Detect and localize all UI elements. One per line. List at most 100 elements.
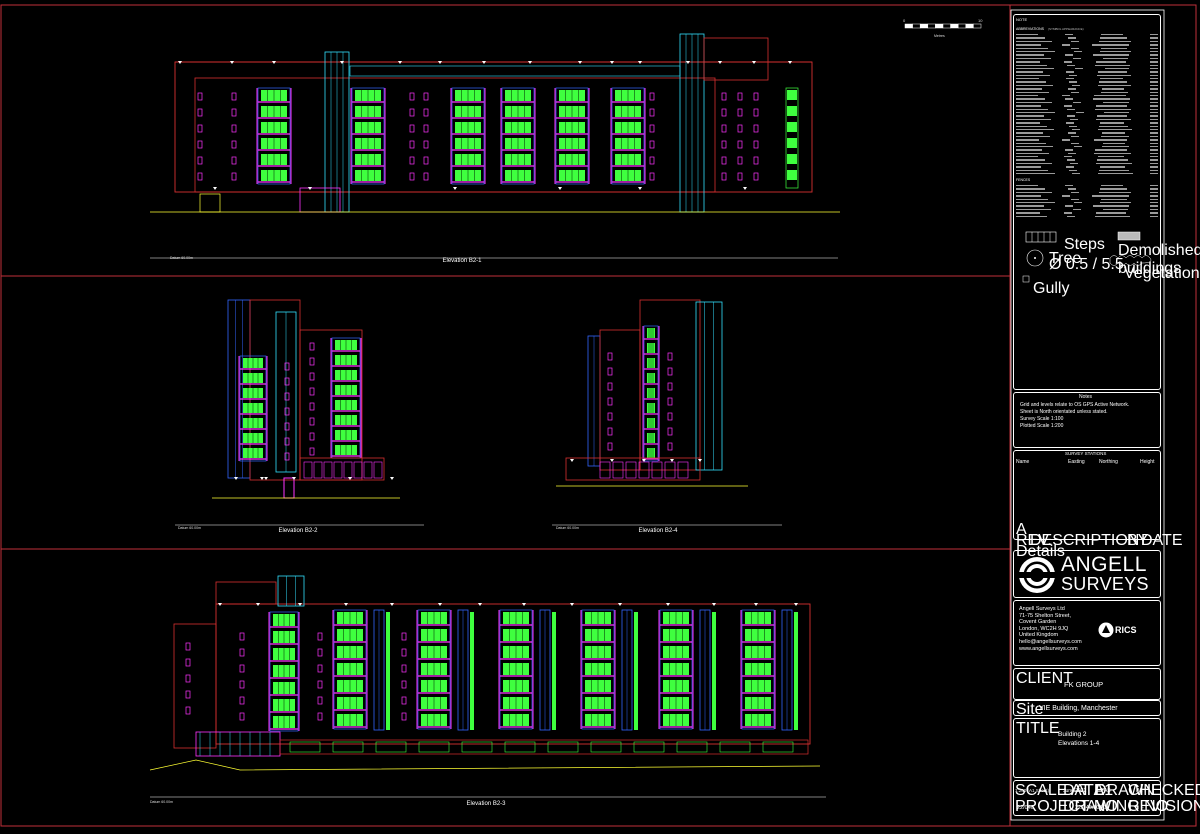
site-label: Site [1016,701,1044,718]
legend-row-mark [1095,105,1127,107]
balcony-stack-frame [581,609,615,730]
level-marker [344,603,348,606]
legend-row [1016,70,1158,73]
legend-row [1016,118,1158,121]
legend-row-mark [1098,128,1132,131]
legend-row-mark [1070,198,1079,200]
address-line[interactable]: www.angellsurveys.com [1019,645,1078,652]
legend-demolished-label: Demolished buildings [1118,242,1200,277]
legend-row-mark [1069,125,1077,127]
legend-row-mark [1016,115,1044,117]
legend-row-mark [1103,208,1128,211]
legend-row-mark [1062,44,1071,46]
balcony-stack-frame [257,87,291,185]
legend-row-mark [1150,212,1158,214]
elevation-title-b2-2: Elevation B2-2 [278,528,318,534]
cladding-strip [695,301,723,471]
scale-bar-units: Metres [934,34,945,38]
window [753,172,759,181]
balcony-stack-frame [611,87,645,185]
legend-row-mark [1069,118,1078,121]
legend-row [1016,138,1158,141]
level-marker [670,459,674,462]
scale-bar-segment [927,23,936,29]
steps-symbol [1025,231,1057,243]
legend-row-mark [1098,156,1124,158]
podium-panel [633,741,665,753]
drawn-label: DRAWN [1095,782,1155,799]
level-marker [666,603,670,606]
legend-row-mark [1098,169,1129,172]
legend-row-mark [1149,37,1158,39]
green-fin [794,612,798,730]
window [309,417,315,426]
podium [299,457,385,481]
legend-row-mark [1150,88,1158,90]
revision-row-a: A [1016,521,1027,538]
legend-row-mark [1096,162,1132,165]
window [401,664,407,673]
legend-row-mark [1068,188,1077,190]
legend-row-mark [1150,61,1158,63]
legend-row-mark [1067,64,1075,66]
address-line: London, WC2H 9JQ [1019,625,1069,632]
window [607,397,613,406]
roof-plant [703,37,769,81]
legend-row [1016,198,1158,201]
checked-label: CHECKED [1128,782,1200,799]
datum-label-b2-1: Datum 60.00m [170,256,193,260]
window [607,352,613,361]
roof-band [349,65,681,77]
legend-row-mark [1098,40,1131,43]
legend-row-mark [1149,205,1158,207]
level-marker [298,603,302,606]
level-marker [570,459,574,462]
legend-row-mark [1073,57,1081,60]
elevation-b2-1-drawing [150,33,840,259]
legend-row-mark [1093,139,1127,141]
demolished-symbol [1117,231,1141,241]
legend-row-mark [1149,142,1158,144]
legend-row-mark [1096,61,1126,63]
legend-row-mark [1016,135,1050,138]
legend-row-mark [1104,111,1130,114]
legend-row-mark [1149,44,1158,46]
level-marker [218,603,222,606]
legend-row-mark [1149,173,1158,175]
project-no-label: PROJECT NO. [1015,798,1123,815]
legend-row-mark [1016,47,1048,49]
legend-row-mark [1016,71,1043,73]
legend-row [1016,158,1158,161]
logo-text-angell: ANGELL [1061,553,1147,576]
legend-row-mark [1091,44,1129,46]
legend-row-mark [1073,201,1082,204]
legend-row-mark [1016,188,1045,190]
address-line[interactable]: hello@angellsurveys.com [1019,638,1082,645]
legend-row [1016,128,1158,131]
legend-row-mark [1096,74,1131,77]
legend-row-mark [1100,201,1132,204]
notes-panel [1013,392,1161,448]
legend-row-mark [1016,50,1055,53]
legend-row-mark [1149,132,1158,134]
checked-value: PA [1136,788,1143,794]
window [607,427,613,436]
legend-row-mark [1016,78,1039,80]
legend-row-mark [1016,91,1049,94]
level-marker [256,603,260,606]
legend-row-mark [1016,40,1052,43]
legend-abbreviations-subheader: (SYMBOL APPEARANCE) [1048,27,1084,31]
level-marker [260,477,264,480]
legend-row-mark [1100,50,1132,53]
legend-row [1016,172,1158,175]
legend-row-mark [1149,74,1158,77]
cladding-strip [277,575,305,607]
legend-row [1016,155,1158,158]
legend-row-mark [1068,81,1077,83]
legend-row-mark [1149,185,1158,187]
legend-row-mark [1016,98,1045,100]
legend-row [1016,40,1158,43]
legend-gully-label: Gully [1033,280,1070,297]
entrance-door [283,477,295,499]
legend-row-mark [1016,173,1055,175]
